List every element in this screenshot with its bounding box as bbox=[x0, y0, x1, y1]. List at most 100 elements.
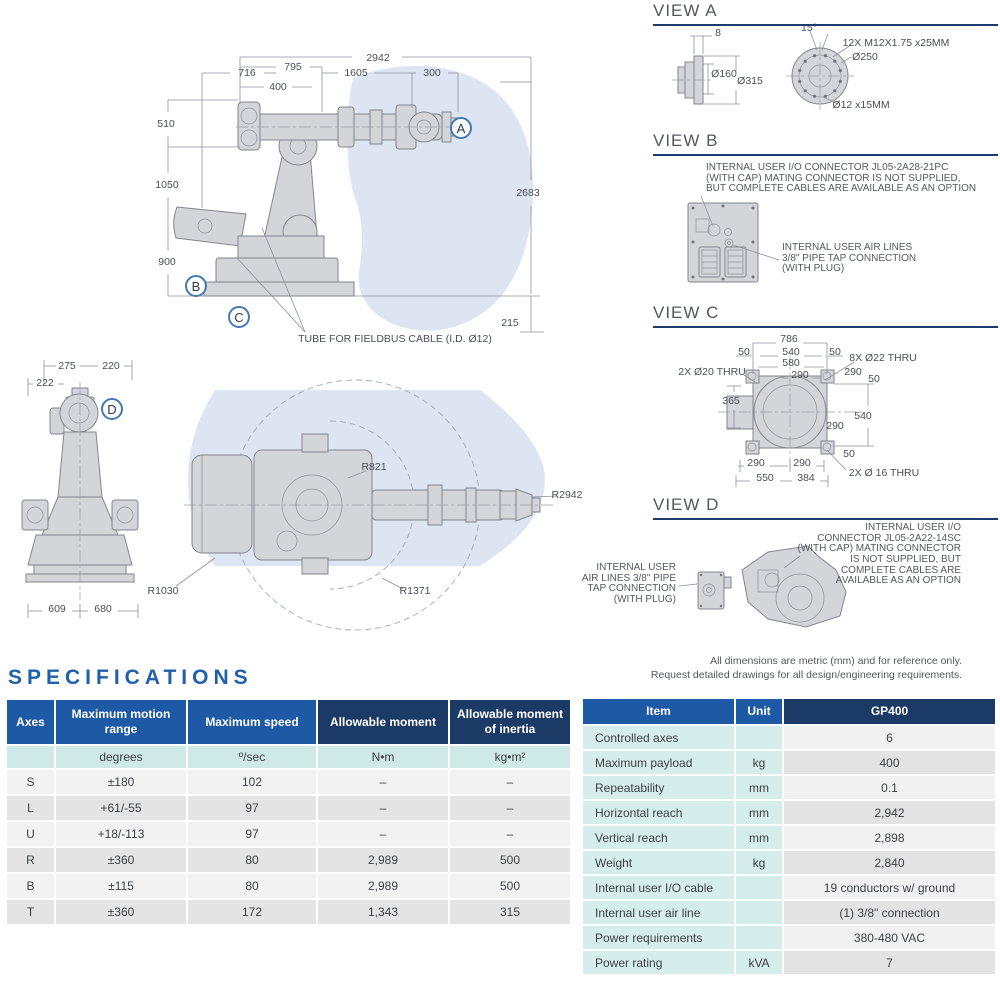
dim-label: 290 bbox=[844, 366, 862, 378]
table-cell: 2,989 bbox=[318, 848, 448, 872]
drawing-note: INTERNAL USER I/O CONNECTOR JL05-2A28-21… bbox=[706, 162, 977, 195]
table-cell: 400 bbox=[784, 751, 995, 774]
table-cell bbox=[736, 876, 782, 899]
table-cell: Power requirements bbox=[583, 926, 734, 949]
table-cell bbox=[736, 901, 782, 924]
front-view-drawing bbox=[21, 360, 139, 618]
view-marker-b: B bbox=[185, 275, 207, 297]
view-b-drawing bbox=[687, 195, 780, 283]
view-a-drawing bbox=[672, 30, 854, 110]
view-marker-a: A bbox=[450, 117, 472, 139]
table-row: Power requirements 380-480 VAC bbox=[583, 926, 995, 949]
dimensions-footnote: All dimensions are metric (mm) and for r… bbox=[650, 655, 962, 682]
table-cell: 2,898 bbox=[784, 826, 995, 849]
dim-label: 384 bbox=[797, 472, 815, 484]
table-cell: 80 bbox=[188, 874, 316, 898]
column-header: Maximum speed bbox=[188, 700, 316, 744]
dim-label: 2X Ø20 THRU bbox=[678, 366, 746, 378]
table-cell: R bbox=[7, 848, 54, 872]
bolt-circle-holes bbox=[798, 54, 842, 98]
unit-cell: N•m bbox=[318, 746, 448, 768]
dim-label: 1050 bbox=[155, 179, 179, 191]
table-cell: 1,343 bbox=[318, 900, 448, 924]
dim-label: 2683 bbox=[516, 187, 540, 199]
table-cell: – bbox=[318, 796, 448, 820]
table-cell: 102 bbox=[188, 770, 316, 794]
dim-label: R821 bbox=[361, 461, 387, 473]
dim-label: R1030 bbox=[147, 585, 179, 597]
column-header: Allowable moment of inertia bbox=[450, 700, 570, 744]
dim-label: 680 bbox=[94, 603, 112, 615]
drawing-note: INTERNAL USER I/O CONNECTOR JL05-2A22-14… bbox=[797, 522, 961, 587]
view-marker-c: C bbox=[228, 306, 250, 328]
dim-label: 2X Ø 16 THRU bbox=[848, 467, 920, 479]
unit-cell: º/sec bbox=[188, 746, 316, 768]
table-cell: 97 bbox=[188, 822, 316, 846]
dim-label: 8 bbox=[715, 27, 721, 39]
table-cell: 500 bbox=[450, 848, 570, 872]
dim-label: 786 bbox=[780, 333, 798, 345]
dim-label: R2942 bbox=[551, 489, 583, 501]
dim-label: 290 bbox=[791, 369, 809, 381]
dim-label: 400 bbox=[269, 81, 287, 93]
table-cell: Vertical reach bbox=[583, 826, 734, 849]
dim-label: 12X M12X1.75 x25MM bbox=[842, 37, 950, 49]
dim-label: 275 bbox=[58, 360, 76, 372]
table-cell bbox=[736, 926, 782, 949]
table-cell: T bbox=[7, 900, 54, 924]
dim-label: Ø12 x15MM bbox=[832, 99, 890, 111]
table-cell: Repeatability bbox=[583, 776, 734, 799]
table-cell: 172 bbox=[188, 900, 316, 924]
table-cell: – bbox=[450, 796, 570, 820]
view-marker-d: D bbox=[101, 398, 123, 420]
table-cell: ±360 bbox=[56, 900, 186, 924]
table-cell: ±115 bbox=[56, 874, 186, 898]
top-view-drawing bbox=[175, 379, 559, 631]
table-cell: (1) 3/8" connection bbox=[784, 901, 995, 924]
dim-label: 365 bbox=[722, 395, 740, 407]
table-cell: mm bbox=[736, 776, 782, 799]
table-cell: – bbox=[450, 770, 570, 794]
table-cell: mm bbox=[736, 826, 782, 849]
table-cell: Power rating bbox=[583, 951, 734, 974]
table-cell: – bbox=[318, 822, 448, 846]
table-cell: Internal user air line bbox=[583, 901, 734, 924]
table-cell: – bbox=[318, 770, 448, 794]
view-c-drawing bbox=[718, 342, 874, 487]
dim-label: 510 bbox=[157, 118, 175, 130]
table-cell: Maximum payload bbox=[583, 751, 734, 774]
table-cell: ±360 bbox=[56, 848, 186, 872]
dim-label: 290 bbox=[826, 420, 844, 432]
table-row: Internal user air line (1) 3/8" connectio… bbox=[583, 901, 995, 924]
dim-label: 716 bbox=[238, 67, 256, 79]
side-view-drawing bbox=[167, 56, 544, 333]
table-cell: 0.1 bbox=[784, 776, 995, 799]
dim-label: Ø250 bbox=[852, 51, 878, 63]
view-c-title: VIEW C bbox=[653, 303, 998, 328]
table-cell: ±180 bbox=[56, 770, 186, 794]
dim-label: Ø160 bbox=[711, 68, 737, 80]
dim-label: TUBE FOR FIELDBUS CABLE (I.D. Ø12) bbox=[298, 333, 492, 345]
table-cell: kg bbox=[736, 751, 782, 774]
table-cell: 500 bbox=[450, 874, 570, 898]
table-cell: 380-480 VAC bbox=[784, 926, 995, 949]
unit-cell: kg•m² bbox=[450, 746, 570, 768]
dim-label: 900 bbox=[158, 256, 176, 268]
drawing-note: INTERNAL USER AIR LINES 3/8" PIPE TAP CO… bbox=[782, 242, 917, 275]
table-cell: 97 bbox=[188, 796, 316, 820]
dim-label: 1605 bbox=[344, 67, 368, 79]
